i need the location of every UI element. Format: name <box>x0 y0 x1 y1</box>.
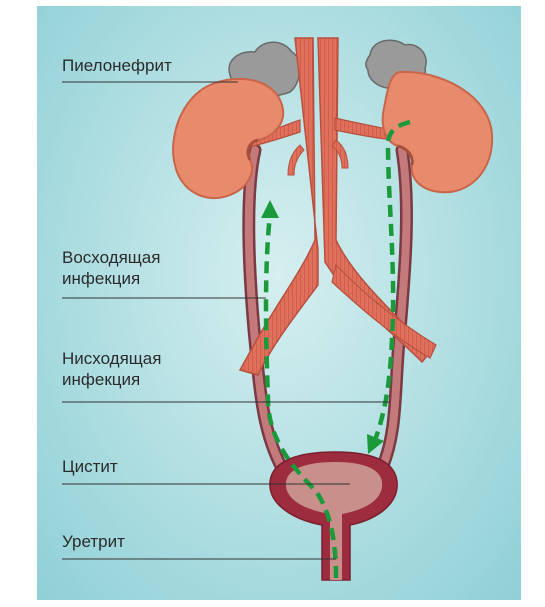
ascending-arrowhead <box>261 200 279 218</box>
label-cystitis: Цистит <box>62 456 118 478</box>
label-ascending-line2: инфекция <box>62 268 140 290</box>
label-descending-line1: Нисходящая <box>62 348 161 370</box>
label-descending-line2: инфекция <box>62 369 140 391</box>
bladder-lumen <box>286 462 382 580</box>
label-ascending-line1: Восходящая <box>62 247 160 269</box>
label-urethritis: Уретрит <box>62 531 125 553</box>
iliac-right <box>332 265 436 358</box>
label-pyelonephritis: Пиелонефрит <box>62 55 172 77</box>
vessel-branch-small <box>288 145 304 175</box>
